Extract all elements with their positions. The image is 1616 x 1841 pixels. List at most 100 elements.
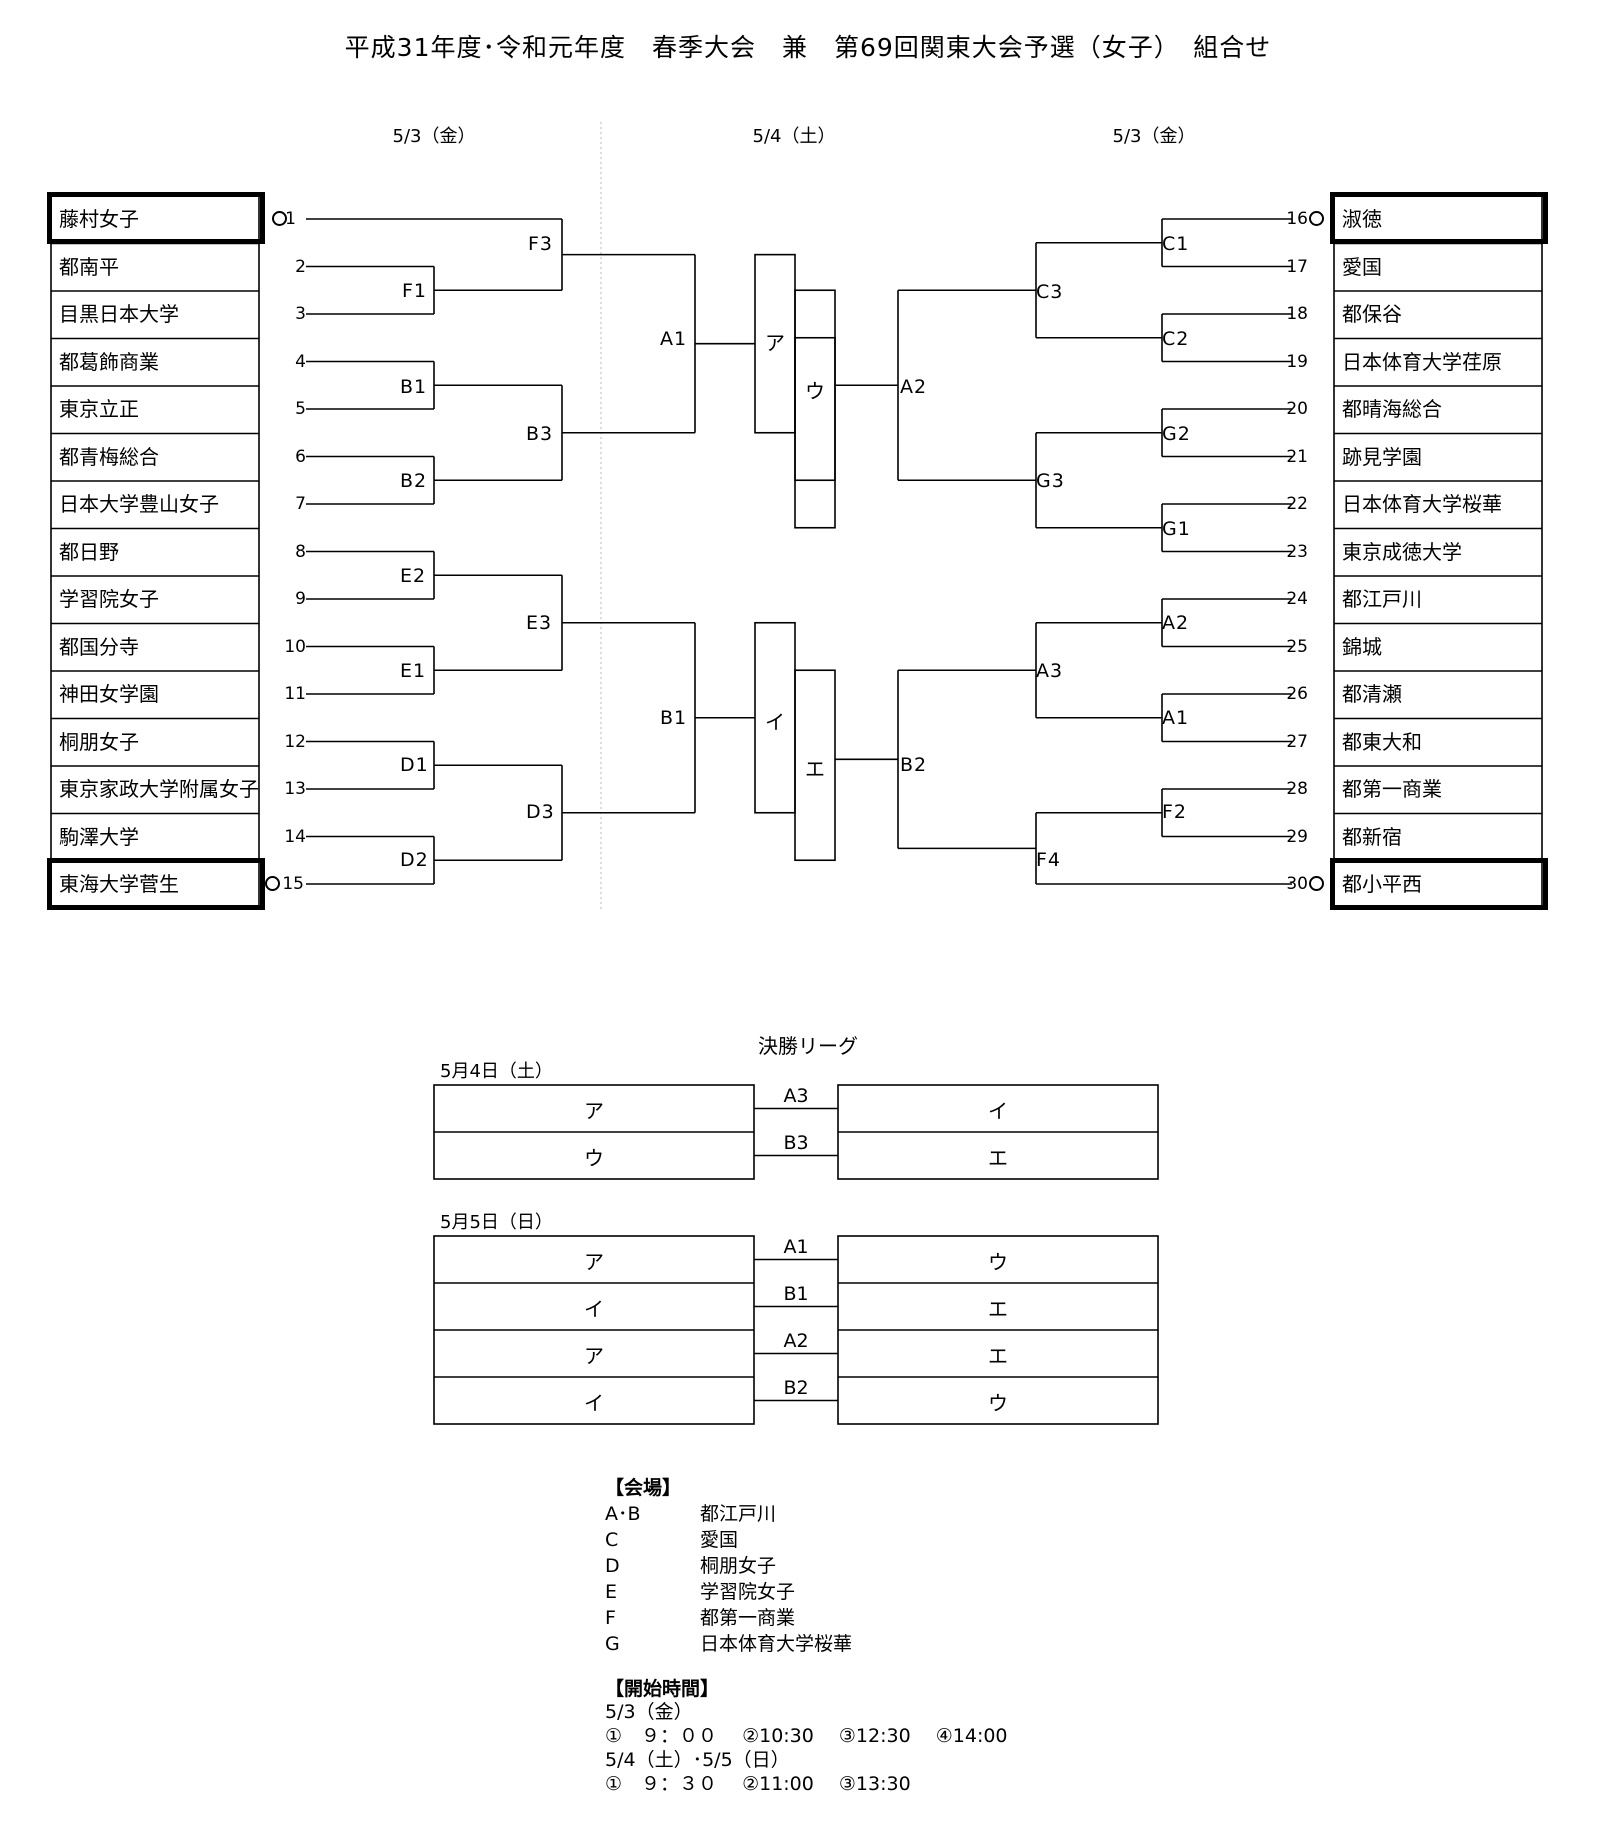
- venue-name: 日本体育大学桜華: [700, 1633, 853, 1655]
- right-team-name: 都保谷: [1342, 302, 1402, 326]
- venue-code: A･B: [605, 1503, 641, 1525]
- venue-code: G: [605, 1633, 620, 1655]
- match-label: F3: [528, 233, 554, 255]
- right-team-number: 27: [1286, 731, 1308, 752]
- venue-code: C: [605, 1529, 619, 1551]
- match-label: C2: [1162, 328, 1190, 350]
- match-label: C3: [1036, 281, 1064, 303]
- right-team-number: 20: [1286, 399, 1308, 419]
- start-day1-times: ① ９：００ ②10:30 ③12:30 ④14:00: [605, 1725, 1008, 1747]
- start-day1-label: 5/3（金）: [605, 1701, 693, 1723]
- center-box-u: [794, 336, 836, 529]
- final-league-right-team: エ: [988, 1297, 1008, 1321]
- final-league-right-team: ウ: [988, 1250, 1008, 1274]
- center-slot-u: ウ: [805, 379, 825, 403]
- seed-box-right-bottom: [1330, 858, 1548, 910]
- venue-code: E: [605, 1581, 618, 1603]
- match-label: E1: [400, 660, 427, 682]
- left-team-number: 7: [295, 494, 306, 514]
- right-team-number: 28: [1286, 779, 1308, 799]
- final-league-day1-date: 5月4日（土）: [440, 1061, 553, 1082]
- final-league-right-team: イ: [988, 1099, 1008, 1123]
- final-league-left-team: イ: [584, 1391, 604, 1415]
- left-team-number: 12: [284, 731, 306, 752]
- right-team-name: 都東大和: [1342, 729, 1422, 754]
- left-team-name: 都南平: [59, 254, 119, 279]
- right-team-name: 都小平西: [1342, 872, 1422, 896]
- final-league-match-code: B3: [783, 1132, 809, 1154]
- start-day2-times: ① ９：３０ ②11:00 ③13:30: [605, 1773, 911, 1795]
- right-team-name: 都江戸川: [1342, 587, 1422, 611]
- right-team-name: 日本体育大学桜華: [1342, 492, 1502, 516]
- left-team-number: 5: [295, 399, 306, 419]
- final-league-match-code: B1: [783, 1283, 809, 1305]
- center-slot-i: イ: [765, 710, 785, 734]
- right-team-number: 21: [1286, 446, 1308, 467]
- right-team-name: 都清瀬: [1342, 682, 1402, 706]
- match-label: A2: [900, 376, 928, 398]
- final-league-right-team: ウ: [988, 1391, 1008, 1415]
- left-team-name: 東京立正: [59, 397, 139, 421]
- left-team-name: 神田女学園: [59, 682, 159, 706]
- final-league-match-code: A1: [783, 1236, 809, 1258]
- match-label: G1: [1162, 518, 1191, 540]
- right-team-number: 17: [1286, 256, 1308, 277]
- right-team-number: 18: [1286, 304, 1308, 324]
- center-slot-a: ア: [765, 331, 785, 355]
- left-team-name: 都葛飾商業: [59, 349, 159, 374]
- venue-heading: 【会場】: [605, 1477, 682, 1499]
- final-league-title: 決勝リーグ: [758, 1034, 858, 1058]
- match-label: A1: [1162, 707, 1190, 729]
- right-team-number: 30: [1286, 874, 1308, 894]
- left-team-number: 9: [295, 589, 306, 609]
- venue-name: 学習院女子: [700, 1581, 796, 1603]
- right-team-name: 都晴海総合: [1342, 397, 1442, 421]
- center-box-u-outline: [794, 289, 836, 482]
- left-team-number: 13: [284, 779, 306, 799]
- right-team-number: 29: [1286, 826, 1308, 847]
- center-slot-e: エ: [805, 757, 825, 781]
- right-team-number: 16: [1286, 209, 1308, 229]
- match-label: D1: [400, 754, 429, 776]
- left-team-name: 学習院女子: [59, 587, 159, 611]
- right-team-number: 25: [1286, 636, 1308, 657]
- seed-circle-1: [272, 211, 287, 226]
- venue-name: 桐朋女子: [700, 1555, 777, 1577]
- right-team-name: 東京成徳大学: [1342, 539, 1462, 564]
- final-league-day2-date: 5月5日（日）: [440, 1212, 553, 1233]
- left-team-number: 11: [284, 684, 306, 704]
- final-league-left-team: ア: [584, 1250, 604, 1274]
- venue-code: D: [605, 1555, 620, 1577]
- match-label: A1: [660, 328, 688, 350]
- right-team-number: 19: [1286, 351, 1308, 372]
- left-team-number: 14: [284, 826, 306, 847]
- match-label: B1: [400, 376, 428, 398]
- left-team-name: 日本大学豊山女子: [59, 492, 219, 516]
- final-league-match-code: A2: [783, 1330, 809, 1352]
- left-team-name: 目黒日本大学: [59, 302, 179, 326]
- match-label: F4: [1036, 849, 1062, 871]
- right-team-name: 都第一商業: [1342, 777, 1442, 801]
- left-team-name: 藤村女子: [59, 207, 139, 231]
- match-label: G2: [1162, 423, 1191, 445]
- final-league-left-team: ア: [584, 1344, 604, 1368]
- right-team-name: 愛国: [1342, 254, 1382, 279]
- right-team-name: 日本体育大学荏原: [1342, 349, 1502, 374]
- venue-name: 愛国: [700, 1529, 739, 1551]
- right-team-number: 24: [1286, 589, 1308, 609]
- match-label: B2: [900, 754, 928, 776]
- right-team-name: 錦城: [1342, 634, 1382, 659]
- center-box-e: [794, 669, 836, 862]
- start-day2-label: 5/4（土）･5/5（日）: [605, 1749, 790, 1771]
- match-label: G3: [1036, 470, 1065, 492]
- match-label: A2: [1162, 612, 1190, 634]
- right-team-name: 都新宿: [1342, 824, 1402, 849]
- left-team-name: 都日野: [59, 539, 119, 564]
- left-team-number: 3: [295, 304, 306, 324]
- match-label: C1: [1162, 233, 1190, 255]
- left-team-name: 桐朋女子: [59, 729, 139, 754]
- final-league-match-code: B2: [783, 1377, 809, 1399]
- left-team-name: 東海大学菅生: [59, 872, 179, 896]
- venue-name: 都江戸川: [700, 1503, 777, 1525]
- seed-circle-15: [265, 876, 280, 891]
